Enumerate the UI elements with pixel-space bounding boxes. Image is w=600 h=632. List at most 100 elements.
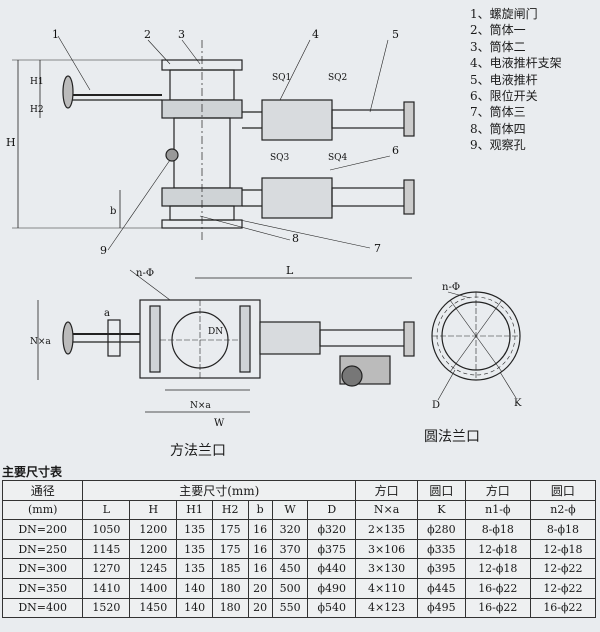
table-cell: ϕ490	[307, 577, 357, 599]
table-subheader-row: (mm) L H H1 H2 b W D N×a K n1-ϕ n2-ϕ	[1, 499, 597, 521]
label-sq2: SQ2	[328, 73, 347, 83]
table-cell: 3×106	[355, 538, 418, 560]
callout-2: 2	[144, 28, 151, 41]
table-cell: 135	[176, 558, 213, 579]
table-cell: 140	[176, 577, 213, 599]
table-cell: 140	[176, 597, 213, 619]
table-cell: ϕ335	[417, 538, 466, 560]
table-cell: 180	[211, 597, 249, 619]
label-sq3: SQ3	[270, 153, 290, 163]
table-cell: 8-ϕ18	[529, 519, 597, 540]
legend-item: 9、观察孔	[470, 138, 526, 153]
table-cell: 1245	[129, 558, 178, 579]
table-cell: 180	[211, 577, 249, 599]
table-cell: 3×130	[355, 558, 418, 579]
legend-item: 8、筒体四	[470, 121, 526, 136]
table-header-row: 通径 主要尺寸(mm) 方口 圆口 方口 圆口	[1, 480, 597, 501]
header-cell: 主要尺寸(mm)	[82, 480, 357, 501]
dim-dn: DN	[208, 327, 223, 337]
dim-h: H	[6, 136, 16, 149]
table-cell: 320	[271, 519, 309, 540]
dim-b: b	[110, 206, 116, 217]
table-title: 主要尺寸表	[2, 465, 63, 479]
handwheel-icon	[62, 75, 74, 109]
table-cell: 1145	[82, 538, 131, 560]
table-cell: 185	[211, 558, 249, 579]
actuator-lower-body	[261, 177, 333, 219]
dim-w: W	[214, 418, 225, 429]
legend-item: 5、电液推杆	[470, 72, 538, 87]
dim-d: D	[432, 400, 440, 411]
inspection-port-icon	[165, 148, 179, 162]
dim-round-n-phi: n-Φ	[442, 282, 460, 293]
header-cell: H2	[211, 499, 249, 521]
table-cell: 135	[176, 538, 213, 560]
dim-h2: H2	[30, 105, 44, 115]
table-cell: ϕ440	[307, 558, 357, 579]
header-cell: 方口	[355, 480, 418, 501]
callout-8: 8	[292, 232, 299, 245]
caption-square-flange: 方法兰口	[170, 443, 226, 459]
header-cell: 方口	[464, 480, 531, 501]
table-cell: ϕ375	[307, 538, 357, 560]
label-sq1: SQ1	[272, 73, 291, 83]
header-cell: 通径	[1, 480, 84, 501]
dim-k: K	[514, 398, 522, 409]
table-cell: 8-ϕ18	[464, 519, 531, 540]
table-cell: ϕ495	[417, 597, 466, 619]
dim-nxa-bottom: N×a	[190, 401, 211, 411]
header-cell: H	[129, 499, 178, 521]
table-cell: 1400	[129, 577, 178, 599]
header-cell: H1	[176, 499, 213, 521]
header-cell: 圆口	[417, 480, 466, 501]
callout-3: 3	[178, 28, 185, 41]
callout-7: 7	[374, 242, 381, 255]
legend: 1、螺旋闸门 2、筒体一 3、筒体二 4、电液推杆支架 5、电液推杆 6、限位开…	[470, 6, 595, 154]
table-cell: DN=200	[1, 519, 84, 540]
table-cell: 450	[271, 558, 309, 579]
table-cell: 4×123	[355, 597, 418, 619]
caption-round-flange: 圆法兰口	[424, 429, 480, 445]
callout-1: 1	[52, 28, 59, 41]
table-cell: DN=250	[1, 538, 84, 560]
table-cell: 12-ϕ22	[529, 558, 597, 579]
header-cell: 圆口	[529, 480, 597, 501]
legend-item: 1、螺旋闸门	[470, 7, 538, 21]
table-row: DN=250 1145 1200 135 175 16 370 ϕ375 3×1…	[1, 538, 597, 560]
table-cell: 135	[176, 519, 213, 540]
header-cell: n1-ϕ	[464, 499, 531, 521]
table-cell: 12-ϕ22	[529, 577, 597, 599]
legend-item: 2、筒体一	[470, 23, 526, 38]
table-cell: 16	[247, 558, 273, 579]
legend-item: 7、筒体三	[470, 105, 526, 120]
dim-n-phi: n-Φ	[136, 268, 154, 279]
table-row: DN=300 1270 1245 135 185 16 450 ϕ440 3×1…	[1, 558, 597, 579]
header-cell: b	[247, 499, 273, 521]
header-cell: N×a	[355, 499, 418, 521]
actuator-upper-rod	[331, 109, 413, 129]
actuator-lower-rod	[331, 187, 413, 207]
table-cell: 1200	[129, 538, 178, 560]
callout-6: 6	[392, 144, 399, 157]
table-row: DN=350 1410 1400 140 180 20 500 ϕ490 4×1…	[1, 577, 597, 599]
table-cell: 4×110	[355, 577, 418, 599]
table-cell: 12-ϕ18	[464, 538, 531, 560]
table-cell: 370	[271, 538, 309, 560]
table-cell: 2×135	[355, 519, 418, 540]
legend-item: 6、限位开关	[470, 89, 538, 104]
table-cell: 1450	[129, 597, 178, 619]
table-row: DN=400 1520 1450 140 180 20 550 ϕ540 4×1…	[1, 597, 597, 619]
table-cell: 1050	[82, 519, 131, 540]
table-cell: 16	[247, 538, 273, 560]
table-cell: 1520	[82, 597, 131, 619]
dim-nxa: N×a	[30, 337, 51, 347]
dim-h1: H1	[30, 77, 44, 87]
dimensions-table: 通径 主要尺寸(mm) 方口 圆口 方口 圆口 (mm) L H H1 H2 b…	[1, 480, 597, 619]
table-cell: 16-ϕ22	[529, 597, 597, 619]
header-cell: (mm)	[1, 499, 84, 521]
callout-4: 4	[312, 28, 319, 41]
table-cell: 500	[271, 577, 309, 599]
header-cell: D	[307, 499, 357, 521]
table-cell: ϕ320	[307, 519, 357, 540]
